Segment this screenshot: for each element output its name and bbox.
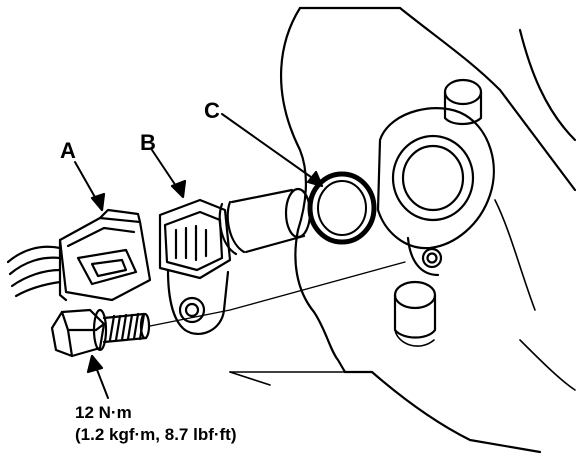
label-c: C bbox=[204, 98, 220, 123]
bolt bbox=[50, 308, 151, 358]
sensor bbox=[158, 187, 312, 336]
leader-a bbox=[74, 161, 106, 212]
connector bbox=[6, 208, 152, 302]
label-a: A bbox=[60, 138, 76, 163]
leader-torque bbox=[86, 354, 109, 399]
leader-b bbox=[151, 149, 187, 199]
torque-spec-primary: 12 N·m bbox=[75, 403, 132, 422]
lower-boss bbox=[393, 280, 437, 347]
label-b: B bbox=[140, 130, 156, 155]
upper-boss bbox=[443, 78, 483, 126]
bolt-hole bbox=[421, 247, 443, 269]
torque-spec-secondary: (1.2 kgf·m, 8.7 lbf·ft) bbox=[75, 425, 237, 444]
mounting-flange bbox=[376, 107, 495, 277]
engine-housing bbox=[229, 6, 576, 454]
leader-c bbox=[221, 113, 324, 188]
bolt-alignment-line bbox=[149, 261, 406, 327]
